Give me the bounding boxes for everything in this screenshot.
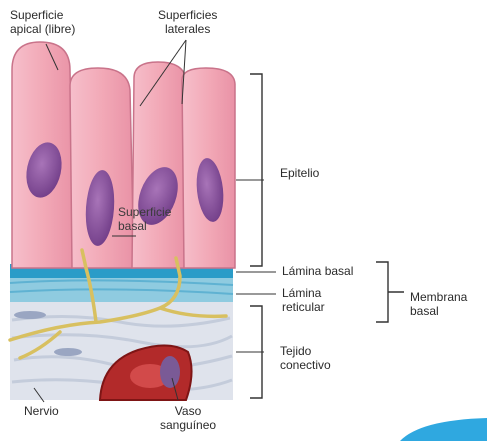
connective-cell xyxy=(14,311,46,319)
label-lamina-reticular: Lámina reticular xyxy=(282,286,325,314)
label-membrana-basal: Membrana basal xyxy=(410,290,467,318)
label-vaso-sanguineo: Vaso sanguíneo xyxy=(160,404,216,432)
label-epitelio: Epitelio xyxy=(280,166,319,180)
label-superficie-basal: Superficie basal xyxy=(118,205,171,233)
label-nervio: Nervio xyxy=(24,404,59,418)
label-lamina-basal: Lámina basal xyxy=(282,264,353,278)
label-superficie-apical: Superficie apical (libre) xyxy=(10,8,75,36)
connective-cell xyxy=(54,348,82,356)
corner-accent xyxy=(400,418,487,441)
label-superficies-laterales: Superficies laterales xyxy=(158,8,217,36)
epitelio-bracket xyxy=(250,74,262,266)
epithelial-cell-3 xyxy=(132,62,186,268)
label-tejido-conectivo: Tejido conectivo xyxy=(280,344,331,372)
membrana-bracket xyxy=(376,262,404,322)
